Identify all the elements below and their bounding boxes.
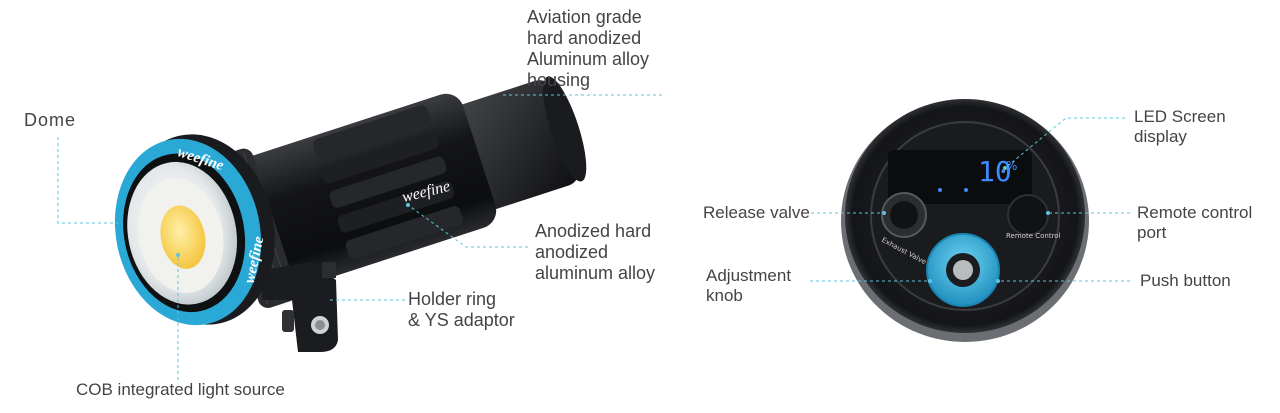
- label-housing: Aviation grade hard anodized Aluminum al…: [527, 7, 650, 90]
- torch-image: weefine weefine weef: [114, 76, 587, 352]
- remote-control-text: Remote Control: [1006, 232, 1061, 240]
- right-leaders: [810, 117, 1130, 283]
- left-leaders: [57, 94, 662, 380]
- holder-adaptor: [262, 262, 338, 352]
- label-push-button: Push button: [1140, 271, 1231, 290]
- label-anodized-body: Anodized hard anodized aluminum alloy: [535, 221, 656, 283]
- label-cob-light: COB integrated light source: [76, 380, 285, 399]
- screen-value: 10: [978, 155, 1012, 188]
- label-remote-port: Remote control port: [1137, 203, 1253, 242]
- screen-unit: %: [1006, 159, 1017, 173]
- backcap-image: 10 % Exhaust Valve Remote Control: [841, 99, 1089, 342]
- label-led-screen: LED Screen display: [1134, 107, 1226, 146]
- label-adjustment-knob: Adjustment knob: [706, 266, 792, 305]
- label-holder-ring: Holder ring & YS adaptor: [408, 289, 515, 330]
- label-release-valve: Release valve: [703, 203, 810, 222]
- label-dome: Dome: [24, 110, 77, 130]
